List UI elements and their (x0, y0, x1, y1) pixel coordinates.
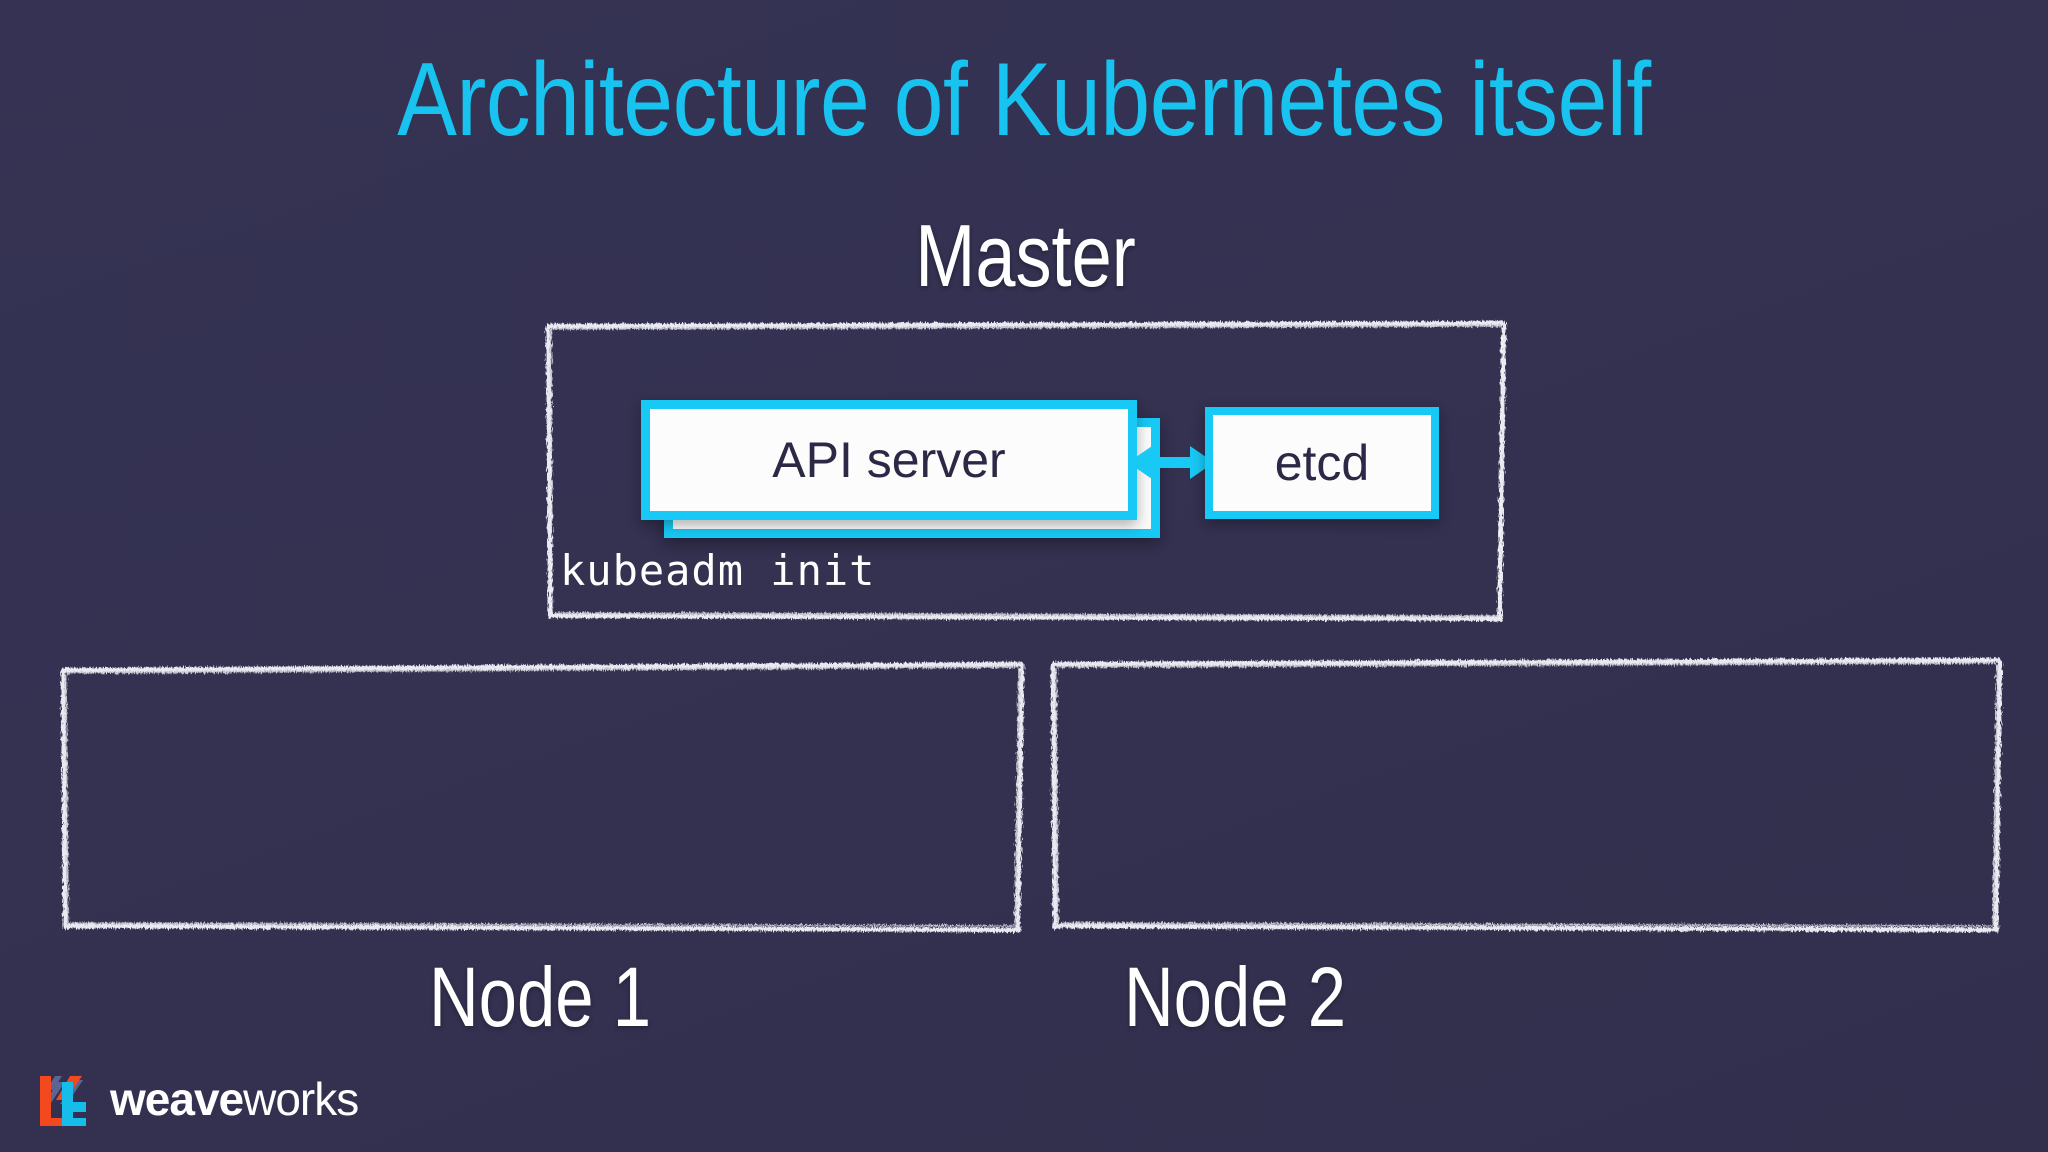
node-2-boundary-box (1050, 657, 2003, 934)
node-1-label: Node 1 (428, 950, 652, 1044)
weaveworks-wordmark-light: works (243, 1073, 359, 1125)
etcd-card[interactable]: etcd (1205, 407, 1439, 519)
kubeadm-init-command: kubeadm init (560, 546, 876, 595)
master-section-label: Master (915, 206, 1136, 305)
weaveworks-mark-icon (40, 1076, 86, 1126)
node-2-box-outline-icon (1050, 657, 2003, 933)
api-server-card-stack: API server (641, 400, 1160, 538)
api-server-label: API server (772, 432, 1006, 488)
page-title: Architecture of Kubernetes itself (397, 42, 1651, 158)
node-1-box-outline-icon (60, 661, 1025, 933)
bidirectional-arrow-icon (1128, 446, 1214, 479)
etcd-label: etcd (1274, 435, 1370, 491)
master-boundary-box (545, 320, 1507, 622)
api-server-card[interactable]: API server (641, 400, 1137, 520)
weaveworks-wordmark: weaveworks (110, 1073, 359, 1125)
node-1-boundary-box (60, 661, 1025, 934)
weaveworks-wordmark-bold: weave (110, 1073, 244, 1125)
node-2-label: Node 2 (1123, 950, 1347, 1044)
weaveworks-logo: weaveworks (36, 1068, 359, 1130)
api-server-etcd-connector (1128, 432, 1214, 494)
master-box-outline-icon (545, 320, 1507, 622)
